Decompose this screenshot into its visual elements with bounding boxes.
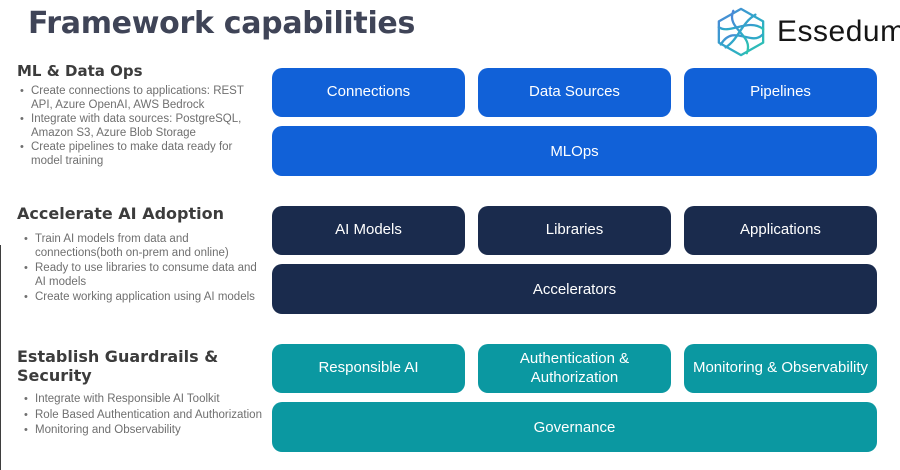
section-guardrails-security: Establish Guardrails & Security Integrat… <box>17 347 265 440</box>
section-bullet-list: Train AI models from data and connection… <box>17 233 265 305</box>
section-heading: Establish Guardrails & Security <box>17 347 219 385</box>
box-row: Connections Data Sources Pipelines <box>272 68 877 117</box>
capability-box-monitoring-observability: Monitoring & Observability <box>684 344 877 393</box>
capability-box-libraries: Libraries <box>478 206 671 255</box>
capability-box-ai-models: AI Models <box>272 206 465 255</box>
bullet-item: Role Based Authentication and Authorizat… <box>17 409 265 423</box>
capability-box-responsible-ai: Responsible AI <box>272 344 465 393</box>
section-heading: ML & Data Ops <box>17 62 143 80</box>
capability-box-authentication-authorization: Authentication & Authorization <box>478 344 671 393</box>
box-group-ml-data-ops: Connections Data Sources Pipelines MLOps <box>272 68 877 176</box>
section-ml-data-ops: ML & Data Ops Create connections to appl… <box>17 62 265 169</box>
essedum-hexagon-icon <box>712 6 770 58</box>
bullet-item: Monitoring and Observability <box>17 424 265 438</box>
capability-box-data-sources: Data Sources <box>478 68 671 117</box>
box-row: Responsible AI Authentication & Authoriz… <box>272 344 877 393</box>
section-bullet-list: Integrate with Responsible AI Toolkit Ro… <box>17 393 265 438</box>
bullet-item: Train AI models from data and connection… <box>17 233 265 260</box>
capability-box-pipelines: Pipelines <box>684 68 877 117</box>
section-heading: Accelerate AI Adoption <box>17 204 224 223</box>
bullet-item: Create pipelines to make data ready for … <box>17 141 265 168</box>
bullet-item: Ready to use libraries to consume data a… <box>17 262 265 289</box>
brand-name: Essedum <box>777 15 900 48</box>
screenshot-edge-line <box>0 245 1 470</box>
section-bullet-list: Create connections to applications: REST… <box>17 85 265 168</box>
brand-logo: Essedum <box>712 6 900 58</box>
capability-box-connections: Connections <box>272 68 465 117</box>
bullet-item: Integrate with data sources: PostgreSQL,… <box>17 113 265 140</box>
box-row: AI Models Libraries Applications <box>272 206 877 255</box>
section-accelerate-ai-adoption: Accelerate AI Adoption Train AI models f… <box>17 204 265 307</box>
capability-box-mlops: MLOps <box>272 126 877 176</box>
page-title: Framework capabilities <box>28 6 416 41</box>
capability-box-accelerators: Accelerators <box>272 264 877 314</box>
bullet-item: Create connections to applications: REST… <box>17 85 265 112</box>
box-group-ai-adoption: AI Models Libraries Applications Acceler… <box>272 206 877 314</box>
capability-box-governance: Governance <box>272 402 877 452</box>
bullet-item: Create working application using AI mode… <box>17 291 265 305</box>
bullet-item: Integrate with Responsible AI Toolkit <box>17 393 265 407</box>
capability-box-applications: Applications <box>684 206 877 255</box>
box-group-guardrails: Responsible AI Authentication & Authoriz… <box>272 344 877 452</box>
